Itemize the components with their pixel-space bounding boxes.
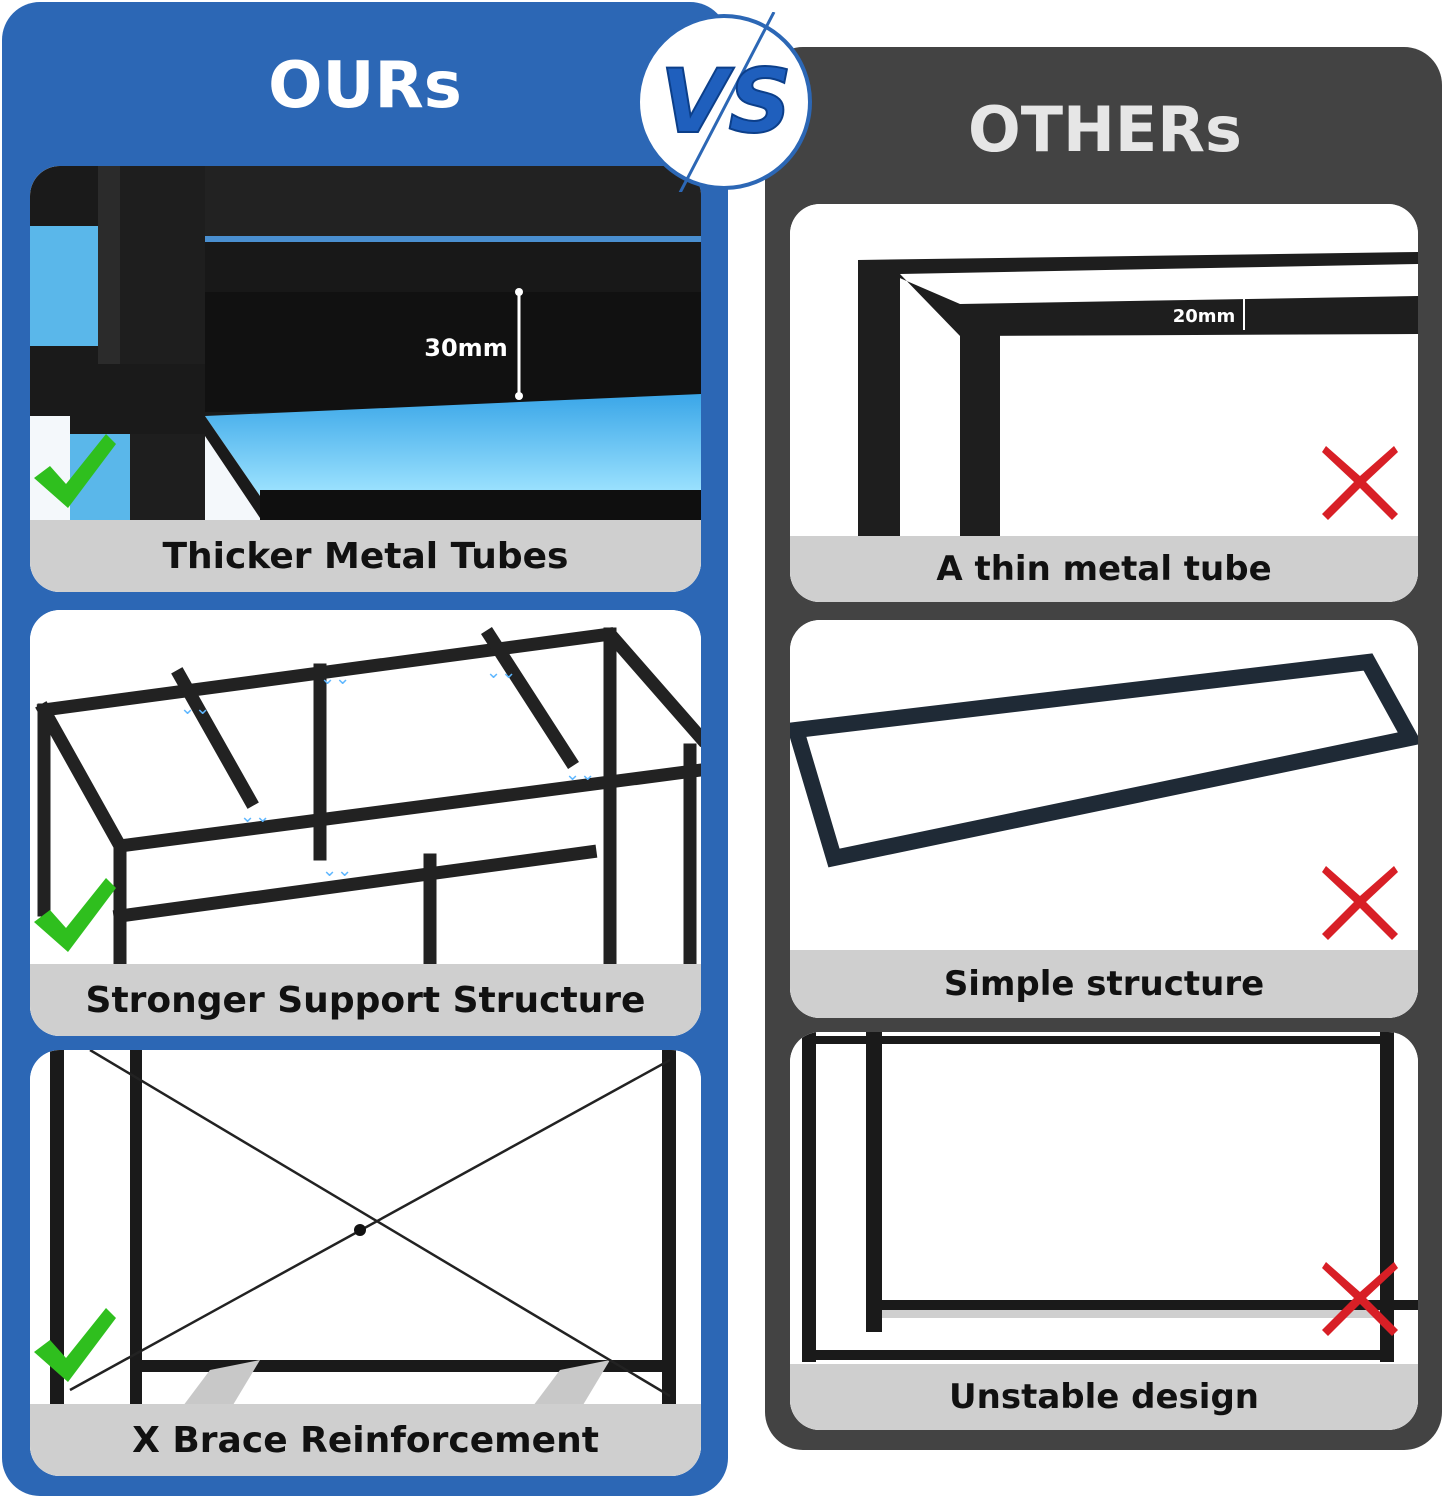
svg-text:⌄⌄: ⌄⌄ (320, 668, 350, 689)
cross-icon (1322, 866, 1398, 940)
caption-simple-structure: Simple structure (790, 950, 1418, 1018)
ours-title: OURs (268, 49, 462, 123)
caption-thicker-metal-tubes: Thicker Metal Tubes (30, 520, 701, 592)
ours-card-support-structure: ⌄⌄ ⌄⌄ ⌄⌄ ⌄⌄ ⌄⌄ ⌄⌄ Stronger Support Struc… (30, 610, 701, 1036)
vs-badge-icon: VS (636, 12, 812, 192)
svg-text:⌄⌄: ⌄⌄ (486, 662, 516, 683)
check-icon (34, 1308, 116, 1382)
svg-text:⌄⌄: ⌄⌄ (322, 860, 352, 881)
check-icon (34, 434, 116, 508)
others-card-thin-tube: 20mm A thin metal tube (790, 204, 1418, 602)
check-icon (34, 878, 116, 952)
caption-x-brace-reinforcement: X Brace Reinforcement (30, 1404, 701, 1476)
caption-thin-metal-tube: A thin metal tube (790, 536, 1418, 602)
cross-icon (1322, 1262, 1398, 1336)
dimension-label-20mm: 20mm (1173, 306, 1236, 327)
others-title: OTHERs (968, 93, 1242, 166)
svg-text:⌄⌄: ⌄⌄ (240, 806, 270, 827)
ours-card-x-brace: X Brace Reinforcement (30, 1050, 701, 1476)
caption-stronger-support-structure: Stronger Support Structure (30, 964, 701, 1036)
unstable-frame-photo (790, 1032, 1418, 1430)
others-card-simple-structure: Simple structure (790, 620, 1418, 1018)
cross-icon (1322, 446, 1398, 520)
svg-text:⌄⌄: ⌄⌄ (565, 764, 595, 785)
svg-text:⌄⌄: ⌄⌄ (180, 698, 210, 719)
vs-text: VS (660, 50, 791, 153)
caption-unstable-design: Unstable design (790, 1364, 1418, 1430)
thick-tube-desk-photo: 30mm (30, 166, 701, 592)
ours-card-thicker-tubes: 30mm Thicker Metal Tubes (30, 166, 701, 592)
others-card-unstable-design: Unstable design (790, 1032, 1418, 1430)
dimension-label-30mm: 30mm (424, 334, 507, 362)
thin-tube-frame-photo: 20mm (790, 204, 1418, 602)
